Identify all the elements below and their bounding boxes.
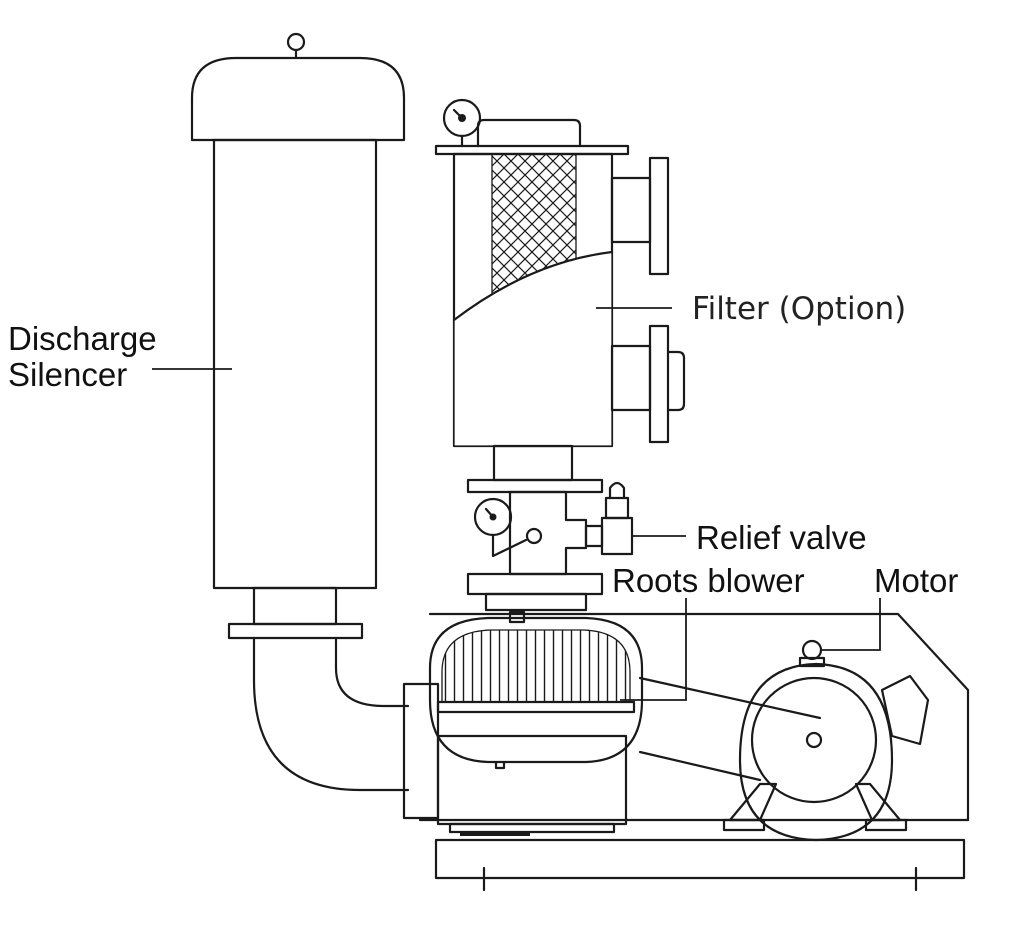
valve-block <box>466 478 634 612</box>
motor <box>722 639 930 842</box>
leader-motor <box>820 598 881 651</box>
leader-lines <box>152 307 881 701</box>
drive-belt <box>638 676 822 782</box>
label-filter: Filter (Option) <box>692 291 906 327</box>
label-discharge-line1: Discharge <box>8 320 157 357</box>
discharge-silencer <box>190 32 410 792</box>
label-relief-valve: Relief valve <box>696 519 867 556</box>
label-motor: Motor <box>874 562 958 599</box>
filter-unit <box>434 98 686 482</box>
leader-roots-blower <box>620 598 687 701</box>
label-silencer-line2: Silencer <box>8 356 127 393</box>
roots-blower <box>402 610 644 836</box>
label-roots-blower: Roots blower <box>612 562 805 599</box>
